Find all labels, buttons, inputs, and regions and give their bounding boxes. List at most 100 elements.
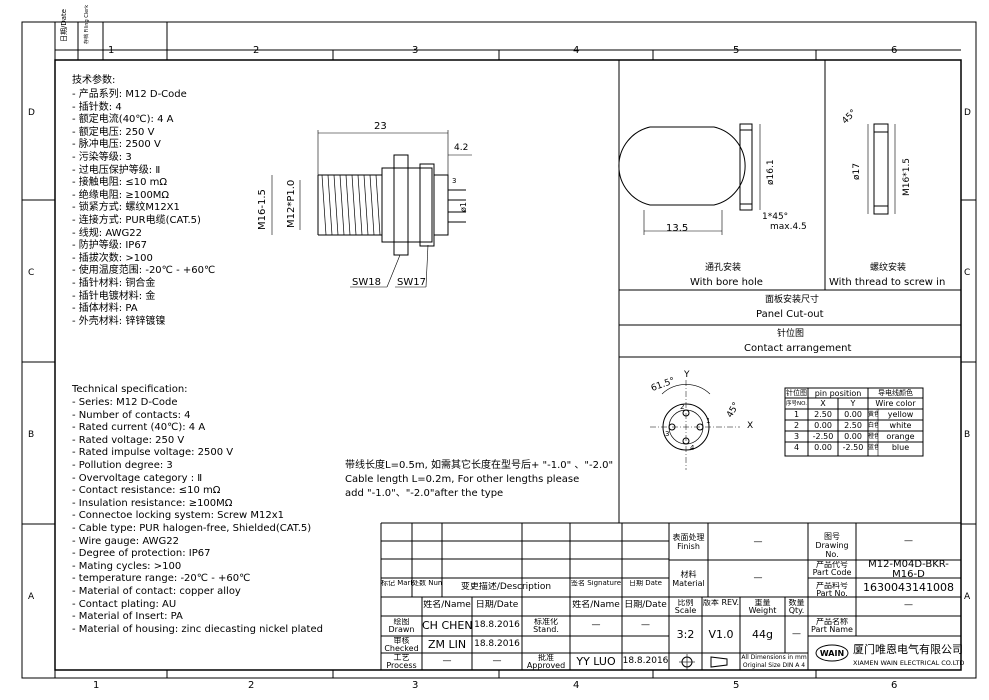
tb-checked-label: 审核 Checked (384, 637, 419, 653)
cable-note-cn: 带线长度L=0.5m, 如需其它长度在型号后+ "-1.0" 、"-2.0" (345, 460, 614, 471)
bore-dim-phi16-1: ø16.1 (766, 159, 776, 185)
axis-y: Y (684, 370, 690, 380)
spec-cn-item: - 插针数: 4 (72, 101, 122, 113)
cable-note-en2: add "-1.0"、"-2.0"after the type (345, 488, 504, 499)
pin-2-label: 2 (680, 403, 685, 411)
zone-right-a: A (964, 592, 971, 602)
zone-bottom-2: 2 (248, 680, 255, 691)
contact-table-cell: -2.50 (812, 432, 834, 441)
spec-en-item: - Mating cycles: >100 (72, 560, 182, 572)
contact-table-cell: -2.50 (842, 443, 864, 452)
tab-filing: 存档 Filing Clerk (84, 4, 90, 44)
spec-cn-list: - 产品系列: M12 D-Code- 插针数: 4- 额定电流(40℃): 4… (72, 89, 215, 328)
contact-title-en: Contact arrangement (744, 343, 852, 354)
zone-bottom-5: 5 (733, 680, 740, 691)
tb-dims-note-1: All Dimensions in mm (741, 654, 807, 661)
spec-cn-item: - 插体材料: PA (72, 303, 138, 315)
axis-x: X (747, 421, 754, 431)
tb-drawn-date: 18.8.2016 (474, 620, 520, 630)
contact-table-cell: 橙色 (868, 433, 878, 440)
spec-cn-item: - 污染等级: 3 (72, 151, 132, 163)
tb-checked-name: ZM LIN (427, 638, 467, 651)
spec-cn-item: - 接触电阻: ≤10 mΩ (72, 177, 167, 189)
tb-stand-date: — (641, 620, 650, 630)
company-logo: WAIN (819, 649, 845, 658)
pin-1-label: 1 (706, 417, 711, 425)
pin-3-label: 3 (665, 430, 670, 438)
spec-cn-item: - 使用温度范围: -20℃ - +60℃ (72, 265, 216, 277)
tb-process-label: 工艺 Process (386, 654, 417, 670)
spec-cn-item: - 插拔次数: >100 (72, 252, 153, 264)
tb-process-name: — (442, 656, 452, 666)
zone-top-3: 3 (412, 45, 419, 56)
tb-rev-value: V1.0 (708, 628, 734, 641)
contact-table-cell: white (889, 421, 912, 430)
tb-name-header: 姓名/Name (423, 600, 471, 610)
spec-en-item: - Material of housing: zinc diecasting n… (72, 623, 323, 635)
spec-cn-item: - 脉冲电压: 2500 V (72, 139, 161, 151)
dim-4-2: 4.2 (454, 143, 469, 153)
thread-dim-phi17: ø17 (852, 163, 862, 180)
cable-note-en1: Cable length L=0.2m, For other lengths p… (345, 474, 580, 485)
spec-en-item: - Connectoe locking system: Screw M12x1 (72, 510, 284, 522)
tb-stand-label: 标准化 Stand. (533, 618, 559, 634)
zone-bottom-4: 4 (573, 680, 580, 691)
tb-drawn-label: 绘图 Drawn (388, 618, 415, 634)
spec-en-item: - Material of Insert: PA (72, 611, 183, 623)
contact-table-cell: orange (886, 432, 915, 441)
spec-en-item: - Insulation resistance: ≥100MΩ (72, 497, 233, 509)
tb-name-header-2: 姓名/Name (572, 600, 620, 610)
bore-dim-145: 1*45° (762, 212, 789, 222)
contact-table-cell: 黄色 (868, 411, 878, 418)
contact-table-cell: 0.00 (844, 410, 862, 419)
spec-en-item: - Pollution degree: 3 (72, 459, 173, 471)
spec-en-item: - Degree of protection: IP67 (72, 548, 211, 560)
inner-frame (54, 59, 962, 671)
tb-material-value: — (753, 573, 763, 583)
thread-cn: 螺纹安装 (870, 263, 907, 273)
spec-en-list: - Series: M12 D-Code- Number of contacts… (72, 397, 323, 636)
spec-cn-item: - 外壳材料: 锌锌镀镍 (72, 315, 166, 327)
tab-date: 日期/Date (60, 8, 68, 42)
thread-dim-m16: M16*1.5 (902, 157, 912, 196)
cutout-cn: 面板安装尺寸 (765, 295, 820, 305)
contact-table-head-pinpos: pin position (814, 389, 862, 398)
zone-left-c: C (28, 268, 35, 278)
tb-material-label: 材料 Material (672, 570, 705, 588)
tb-part-name-value: — (904, 600, 913, 610)
tb-drawn-name: CH CHEN (422, 619, 472, 632)
zone-top-1: 1 (108, 45, 115, 56)
spec-en-item: - Overvoltage category : Ⅱ (72, 472, 203, 484)
spec-cn-item: - 锁紧方式: 螺纹M12X1 (72, 202, 180, 214)
tb-signature: 签名 Signature (571, 580, 621, 587)
contact-table-head-wire: Wire color (875, 399, 916, 408)
contact-table-head-no: 序号NO. (786, 401, 807, 407)
zone-left-d: D (28, 108, 35, 118)
spec-cn-item: - 连接方式: PUR电缆(CAT.5) (72, 214, 201, 226)
zone-right-d: D (964, 108, 971, 118)
dim-m16: M16-1.5 (257, 189, 268, 230)
spec-en-item: - Contact plating: AU (72, 598, 177, 610)
contact-table-cell: 0.00 (814, 421, 832, 430)
spec-cn-item: - 过电压保护等级: Ⅱ (72, 164, 161, 176)
tb-drawing-no-label: 图号 Drawing No. (815, 532, 849, 559)
zone-bottom-3: 3 (412, 680, 419, 691)
spec-cn-item: - 插针电镀材料: 金 (72, 290, 156, 302)
contact-table-cell: blue (891, 443, 910, 452)
tb-finish-value: — (753, 537, 763, 547)
zone-top-2: 2 (253, 45, 260, 56)
contact-table-head-pinfig: 针位图 (786, 389, 807, 397)
spec-en-item: - Rated voltage: 250 V (72, 434, 185, 446)
spec-cn-item: - 额定电流(40℃): 4 A (72, 114, 174, 126)
zone-left-b: B (28, 430, 35, 440)
contact-table-head-color-cn: 导电线颜色 (878, 389, 913, 397)
tb-checked-date: 18.8.2016 (474, 639, 520, 649)
contact-table-cell: 3 (793, 432, 800, 441)
bore-dim-max: max.4.5 (770, 222, 807, 232)
pin-4-label: 4 (690, 444, 695, 452)
contact-table-cell: yellow (887, 410, 914, 419)
tb-date: 日期 Date (629, 580, 662, 587)
company-name-en: XIAMEN WAIN ELECTRICAL CO.LTD (853, 659, 965, 667)
spec-cn-item: - 线规: AWG22 (72, 227, 142, 239)
